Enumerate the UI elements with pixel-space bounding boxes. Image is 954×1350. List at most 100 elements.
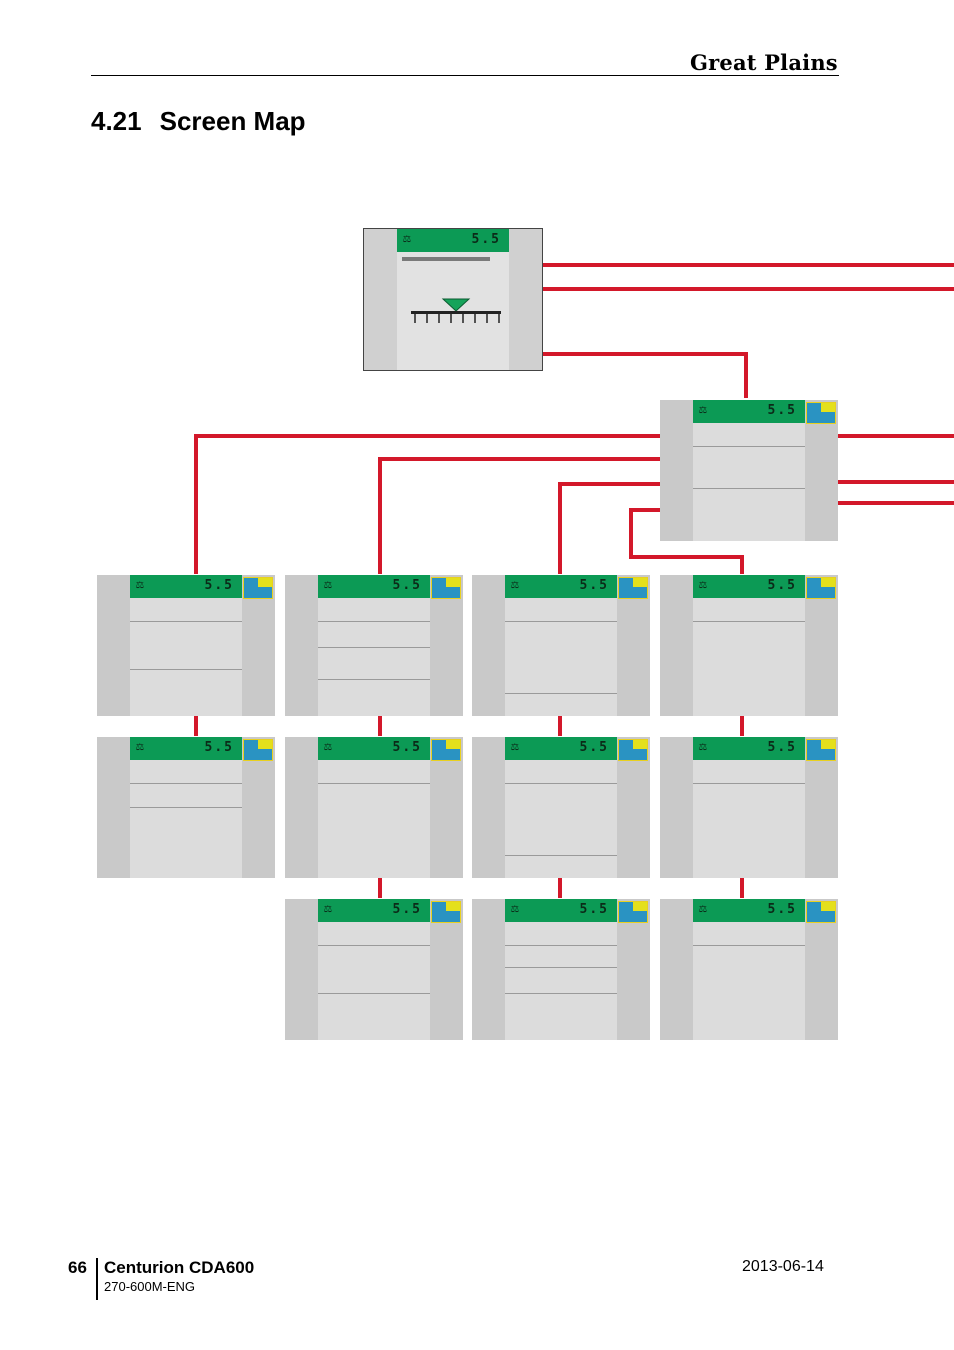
tramline-2-screen[interactable]: ⚖ 5.5 <box>472 737 650 878</box>
scale-icon: ⚖ <box>511 739 519 754</box>
mode-tile-icon[interactable] <box>618 739 648 761</box>
screen-header: ⚖ 5.5 <box>318 737 430 760</box>
left-softkey-column[interactable] <box>660 400 693 541</box>
section-number: 4.21 <box>91 106 142 136</box>
main-run-screen[interactable]: ⚖ 5.5 <box>363 228 543 371</box>
mode-tile-icon[interactable] <box>806 901 836 923</box>
screen-header: ⚖ 5.5 <box>318 899 430 922</box>
speed-readout: 5.5 <box>767 740 797 755</box>
divider <box>130 621 242 622</box>
left-softkey-column[interactable] <box>472 737 505 878</box>
section-title: 4.21 Screen Map <box>91 106 306 137</box>
mode-tile-icon[interactable] <box>431 739 461 761</box>
screen-header: ⚖ 5.5 <box>130 575 242 598</box>
left-softkey-column[interactable] <box>660 575 693 716</box>
screen-header: ⚖ 5.5 <box>693 899 805 922</box>
scale-icon: ⚖ <box>511 901 519 916</box>
divider <box>130 783 242 784</box>
calibration-2-screen[interactable]: ⚖ 5.5 <box>97 737 275 878</box>
configuration-2-screen[interactable]: ⚖ 5.5 <box>660 737 838 878</box>
screen-header: ⚖ 5.5 <box>693 400 805 423</box>
left-softkey-column[interactable] <box>660 899 693 1040</box>
speed-readout: 5.5 <box>204 740 234 755</box>
left-softkey-column[interactable] <box>285 899 318 1040</box>
mode-tile-icon[interactable] <box>806 402 836 424</box>
screen-header: ⚖ 5.5 <box>693 737 805 760</box>
speed-readout: 5.5 <box>579 578 609 593</box>
divider <box>505 945 617 946</box>
right-softkey-column[interactable] <box>509 229 542 370</box>
configuration-1-screen[interactable]: ⚖ 5.5 <box>660 575 838 716</box>
product-name: Centurion CDA600 <box>104 1258 255 1277</box>
drill-icon <box>411 298 501 323</box>
divider <box>693 446 805 447</box>
scale-icon: ⚖ <box>699 577 707 592</box>
divider <box>505 855 617 856</box>
divider <box>505 783 617 784</box>
scale-icon: ⚖ <box>136 577 144 592</box>
scale-icon: ⚖ <box>511 577 519 592</box>
speed-readout: 5.5 <box>579 740 609 755</box>
mode-tile-icon[interactable] <box>806 577 836 599</box>
divider <box>130 807 242 808</box>
tramline-1-screen[interactable]: ⚖ 5.5 <box>472 575 650 716</box>
document-number: 270-600M-ENG <box>104 1279 196 1294</box>
mode-tile-icon[interactable] <box>618 577 648 599</box>
scale-icon: ⚖ <box>699 901 707 916</box>
configuration-3-screen[interactable]: ⚖ 5.5 <box>660 899 838 1040</box>
scale-icon: ⚖ <box>136 739 144 754</box>
speed-readout: 5.5 <box>392 902 422 917</box>
scale-icon: ⚖ <box>699 402 707 417</box>
divider <box>318 783 430 784</box>
hopper-level-bar <box>402 257 490 261</box>
meter-2-screen[interactable]: ⚖ 5.5 <box>285 737 463 878</box>
divider <box>693 945 805 946</box>
screen-header: ⚖ 5.5 <box>397 229 509 252</box>
section-title-text: Screen Map <box>159 106 306 136</box>
divider <box>505 693 617 694</box>
divider <box>693 783 805 784</box>
divider <box>318 647 430 648</box>
left-softkey-column[interactable] <box>472 575 505 716</box>
left-softkey-column[interactable] <box>285 575 318 716</box>
speed-readout: 5.5 <box>767 902 797 917</box>
mode-tile-icon[interactable] <box>243 577 273 599</box>
mode-tile-icon[interactable] <box>806 739 836 761</box>
divider <box>505 621 617 622</box>
scale-icon: ⚖ <box>324 577 332 592</box>
scale-icon: ⚖ <box>324 901 332 916</box>
tramline-3-screen[interactable]: ⚖ 5.5 <box>472 899 650 1040</box>
divider <box>130 669 242 670</box>
screen-header: ⚖ 5.5 <box>130 737 242 760</box>
divider <box>318 621 430 622</box>
left-softkey-column[interactable] <box>472 899 505 1040</box>
divider <box>505 967 617 968</box>
speed-readout: 5.5 <box>392 578 422 593</box>
brand-logo: Great Plains <box>690 50 838 75</box>
mode-tile-icon[interactable] <box>618 901 648 923</box>
left-softkey-column[interactable] <box>660 737 693 878</box>
speed-readout: 5.5 <box>204 578 234 593</box>
left-softkey-column[interactable] <box>97 737 130 878</box>
mode-tile-icon[interactable] <box>431 901 461 923</box>
meter-3-screen[interactable]: ⚖ 5.5 <box>285 899 463 1040</box>
left-softkey-column[interactable] <box>97 575 130 716</box>
left-softkey-column[interactable] <box>364 229 397 370</box>
footer-divider <box>96 1258 98 1300</box>
screen-header: ⚖ 5.5 <box>505 737 617 760</box>
left-softkey-column[interactable] <box>285 737 318 878</box>
screen-header: ⚖ 5.5 <box>505 899 617 922</box>
mode-tile-icon[interactable] <box>243 739 273 761</box>
divider <box>318 993 430 994</box>
divider <box>318 679 430 680</box>
speed-readout: 5.5 <box>767 578 797 593</box>
meter-1-screen[interactable]: ⚖ 5.5 <box>285 575 463 716</box>
calibration-screen[interactable]: ⚖ 5.5 <box>97 575 275 716</box>
speed-readout: 5.5 <box>471 232 501 247</box>
settings-hub-screen[interactable]: ⚖ 5.5 <box>660 400 838 541</box>
mode-tile-icon[interactable] <box>431 577 461 599</box>
divider <box>693 621 805 622</box>
speed-readout: 5.5 <box>392 740 422 755</box>
publication-date: 2013-06-14 <box>742 1258 824 1275</box>
